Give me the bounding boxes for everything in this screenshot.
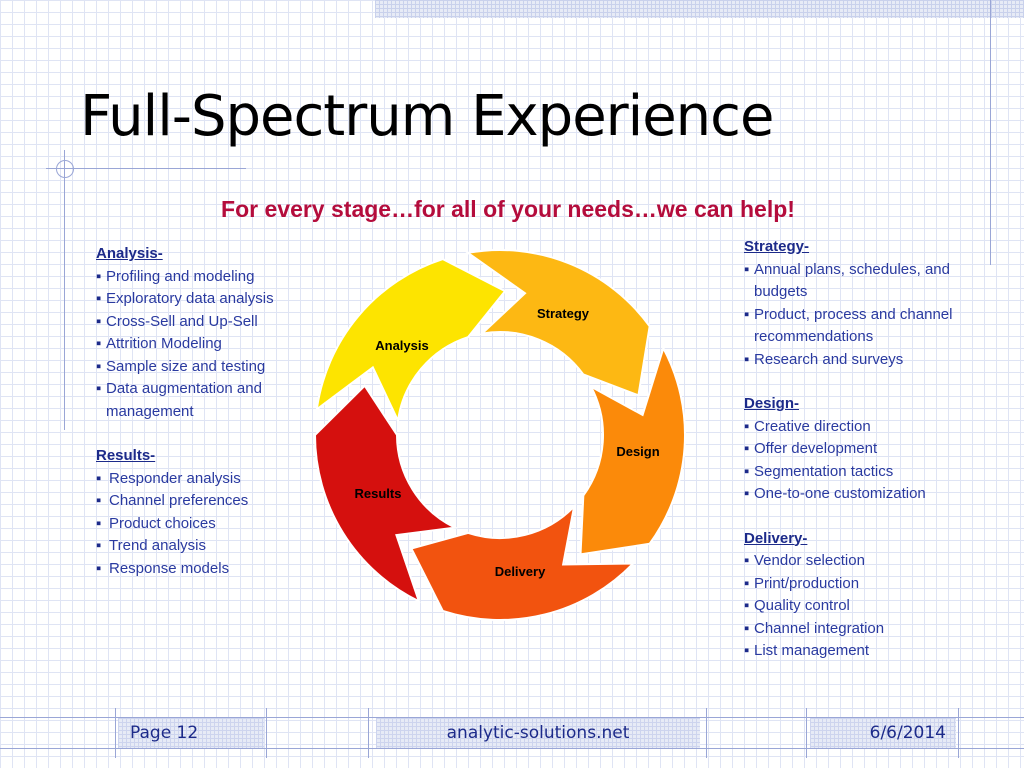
cycle-label-analysis: Analysis — [375, 338, 428, 353]
list-item: Product choices — [96, 513, 296, 536]
cycle-segment-results — [313, 384, 459, 604]
site-url: analytic-solutions.net — [446, 723, 630, 743]
list-item: Segmentation tactics — [744, 461, 964, 484]
list-item: Vendor selection — [744, 550, 964, 573]
design-section: Design- Creative direction Offer develop… — [744, 393, 964, 506]
list-item: Data augmentation and management — [96, 378, 296, 423]
list-item: Annual plans, schedules, and budgets — [744, 259, 964, 304]
cycle-segment-analysis — [315, 257, 507, 425]
footer-line — [706, 708, 707, 758]
footer-line — [368, 708, 369, 758]
footer-line — [266, 708, 267, 758]
cycle-label-results: Results — [355, 486, 402, 501]
page-number: Page 12 — [130, 723, 199, 743]
top-decorative-band — [375, 0, 1024, 18]
list-item: Exploratory data analysis — [96, 288, 296, 311]
list-item: Channel integration — [744, 618, 964, 641]
delivery-heading: Delivery- — [744, 529, 808, 547]
cycle-label-design: Design — [616, 444, 659, 459]
list-item: Sample size and testing — [96, 356, 296, 379]
decorative-horizontal-line — [46, 168, 246, 169]
results-section: Results- Responder analysis Channel pref… — [96, 445, 296, 580]
footer-page-box: Page 12 — [118, 718, 264, 748]
results-heading: Results- — [96, 447, 156, 464]
list-item: Trend analysis — [96, 535, 296, 558]
footer-line — [958, 708, 959, 758]
cycle-diagram: Strategy Design Delivery Results Analysi… — [313, 249, 686, 621]
analysis-heading: Analysis- — [96, 245, 163, 262]
list-item: Quality control — [744, 595, 964, 618]
right-column: Strategy- Annual plans, schedules, and b… — [744, 236, 964, 685]
list-item: One-to-one customization — [744, 483, 964, 506]
delivery-section: Delivery- Vendor selection Print/product… — [744, 528, 964, 663]
strategy-section: Strategy- Annual plans, schedules, and b… — [744, 236, 964, 371]
slide-date: 6/6/2014 — [869, 723, 946, 743]
slide-title: Full-Spectrum Experience — [80, 84, 774, 149]
analysis-section: Analysis- Profiling and modeling Explora… — [96, 243, 296, 423]
list-item: Offer development — [744, 438, 964, 461]
design-heading: Design- — [744, 395, 800, 412]
footer-line — [0, 717, 1024, 718]
left-column: Analysis- Profiling and modeling Explora… — [96, 243, 296, 602]
list-item: Research and surveys — [744, 349, 964, 372]
list-item: Print/production — [744, 573, 964, 596]
decorative-circle-icon — [56, 160, 74, 178]
list-item: Creative direction — [744, 416, 964, 439]
list-item: Response models — [96, 558, 296, 581]
footer-line — [115, 708, 116, 758]
footer-line — [806, 708, 807, 758]
cycle-label-strategy: Strategy — [537, 306, 590, 321]
list-item: Cross-Sell and Up-Sell — [96, 311, 296, 334]
decorative-right-vertical-line — [990, 0, 991, 265]
cycle-segment-delivery — [409, 503, 636, 621]
cycle-segment-design — [579, 345, 686, 556]
decorative-vertical-line — [64, 150, 65, 430]
strategy-heading: Strategy- — [744, 238, 810, 255]
list-item: Product, process and channel recommendat… — [744, 304, 964, 349]
list-item: Responder analysis — [96, 468, 296, 491]
cycle-segments — [313, 249, 686, 621]
list-item: Attrition Modeling — [96, 333, 296, 356]
slide-subtitle: For every stage…for all of your needs…we… — [221, 196, 795, 222]
footer-site-box: analytic-solutions.net — [376, 718, 700, 748]
footer-line — [0, 748, 1024, 749]
footer-date-box: 6/6/2014 — [810, 718, 956, 748]
cycle-label-delivery: Delivery — [495, 564, 546, 579]
list-item: Profiling and modeling — [96, 266, 296, 289]
list-item: Channel preferences — [96, 490, 296, 513]
cycle-segment-strategy — [465, 249, 651, 397]
list-item: List management — [744, 640, 964, 663]
